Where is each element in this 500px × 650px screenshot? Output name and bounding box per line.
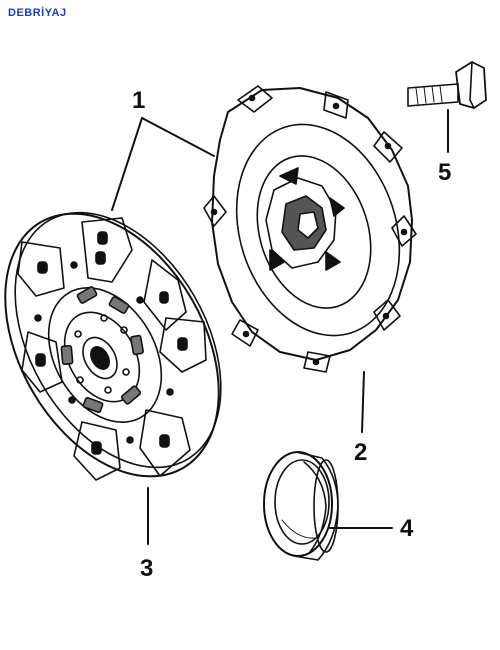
release-bearing xyxy=(263,451,339,561)
pressure-plate xyxy=(203,85,417,373)
callout-4: 4 xyxy=(400,515,414,542)
bolt xyxy=(407,61,487,109)
callout-3: 3 xyxy=(140,555,153,582)
page-title: DEBRİYAJ xyxy=(8,7,67,19)
clutch-disc xyxy=(4,211,222,481)
callout-1: 1 xyxy=(132,87,145,114)
callout-2: 2 xyxy=(354,439,367,466)
callout-5: 5 xyxy=(438,159,451,186)
leader-lines xyxy=(111,109,449,545)
